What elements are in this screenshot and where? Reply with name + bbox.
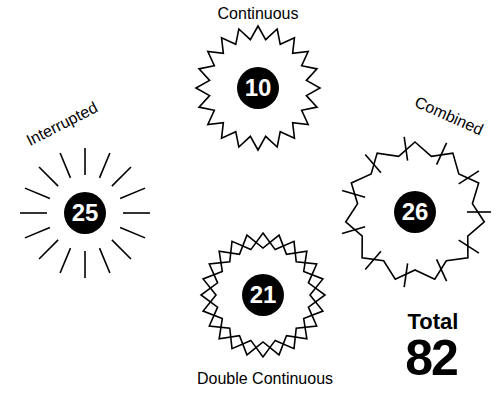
continuous-outline xyxy=(196,26,320,150)
count-number: 21 xyxy=(250,283,277,307)
count-number: 25 xyxy=(72,201,99,225)
count-disc xyxy=(242,274,284,316)
pattern-name: Interrupted xyxy=(24,99,101,150)
interrupted-outline xyxy=(20,148,150,278)
combined-outline xyxy=(342,137,491,287)
count-disc xyxy=(64,192,106,234)
count-disc xyxy=(237,67,279,109)
count-disc xyxy=(394,191,436,233)
count-number: 10 xyxy=(245,76,272,100)
pattern-figure: Combined26 xyxy=(337,134,493,290)
count-number: 26 xyxy=(402,200,429,224)
total-caption: Total xyxy=(408,311,459,333)
total-number: 82 xyxy=(405,333,457,383)
double-outline xyxy=(201,233,325,357)
pattern-name: Double Continuous xyxy=(197,370,333,388)
pattern-figure: Double Continuous21 xyxy=(197,229,329,361)
pattern-name: Continuous xyxy=(218,5,299,23)
pattern-figure: Interrupted25 xyxy=(17,145,153,281)
pattern-name: Combined xyxy=(412,93,486,139)
pattern-figure: Continuous10 xyxy=(192,22,324,154)
